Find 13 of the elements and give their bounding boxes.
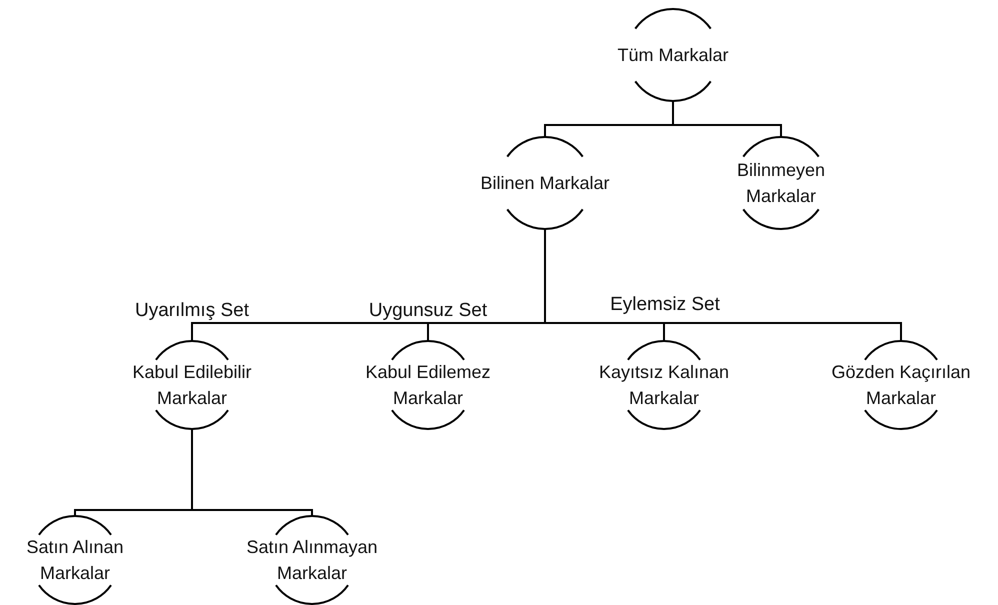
- node-label: Kabul Edilemez Markalar: [364, 361, 492, 410]
- node-label: Bilinen Markalar: [479, 172, 611, 195]
- node-label: Satın Alınmayan Markalar: [245, 536, 379, 585]
- node-label: Tüm Markalar: [616, 44, 730, 67]
- node-label: Bilinmeyen Markalar: [736, 159, 826, 208]
- node-label: Gözden Kaçırılan Markalar: [830, 361, 972, 410]
- connector-line: [191, 429, 313, 516]
- node-label: Satın Alınan Markalar: [25, 536, 125, 585]
- set-label: Eylemsiz Set: [610, 294, 720, 316]
- node-label: Kabul Edilebilir Markalar: [131, 361, 253, 410]
- node-label: Kayıtsız Kalınan Markalar: [598, 361, 730, 410]
- set-label: Uyarılmış Set: [134, 300, 250, 322]
- set-label: Uygunsuz Set: [368, 300, 488, 322]
